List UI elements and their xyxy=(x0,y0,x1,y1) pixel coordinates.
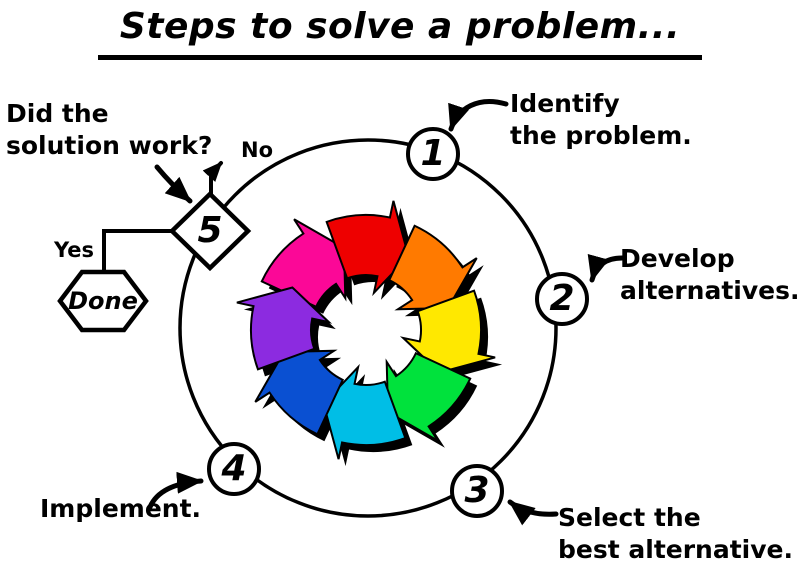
step-number-3: 3 xyxy=(464,469,490,511)
decision-diamond-shape xyxy=(168,190,252,272)
step-circle-2: 2 xyxy=(535,272,589,326)
develop-label: Develop alternatives. xyxy=(620,244,800,305)
step-number-1: 1 xyxy=(420,132,446,174)
pinwheel xyxy=(233,197,505,469)
step-circle-4: 4 xyxy=(207,442,261,496)
yes-connector-line xyxy=(102,229,184,273)
select-pointer-arrow xyxy=(507,499,559,526)
step-circle-1: 1 xyxy=(406,127,460,181)
develop-pointer-arrow xyxy=(587,253,625,283)
step-number-5: 5 xyxy=(197,210,223,251)
identify-label: Identify the problem. xyxy=(510,89,692,150)
no-connector-arrow xyxy=(202,161,223,201)
implement-label: Implement. xyxy=(40,494,202,523)
cycle-ring xyxy=(178,138,558,518)
done-hexagon-shape xyxy=(57,269,149,333)
did-pointer-arrow xyxy=(154,164,193,204)
done-label: Done xyxy=(68,287,138,315)
yes-label: Yes xyxy=(54,238,95,262)
did-label: Did the solution work? xyxy=(6,99,213,160)
page-title: Steps to solve a problem... xyxy=(97,6,703,60)
no-label: No xyxy=(241,138,274,162)
identify-pointer-arrow xyxy=(448,99,509,132)
step-circle-3: 3 xyxy=(450,464,504,518)
select-label: Select the best alternative. xyxy=(558,503,793,564)
title-wrap: Steps to solve a problem... xyxy=(0,6,800,60)
step-number-2: 2 xyxy=(549,277,575,319)
step-number-4: 4 xyxy=(221,447,247,489)
implement-pointer-arrow xyxy=(147,471,204,510)
